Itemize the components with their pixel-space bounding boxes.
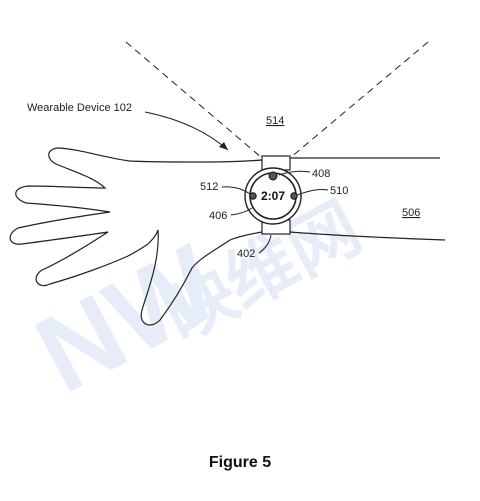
leader-408 (278, 170, 311, 176)
leader-arrowhead (219, 142, 228, 150)
label-408: 408 (312, 168, 330, 180)
label-512: 512 (200, 181, 218, 193)
label-510: 510 (330, 185, 348, 197)
watermark: NW 映维网 (17, 186, 374, 416)
fov-line-left (125, 41, 263, 159)
label-402: 402 (237, 248, 255, 260)
side-sensor-right-icon (290, 192, 298, 200)
leader-512 (221, 186, 251, 195)
label-wearable-device: Wearable Device 102 (27, 102, 132, 114)
side-sensor-left-icon (249, 192, 257, 200)
leader-510 (296, 189, 329, 196)
leader-406 (230, 207, 253, 216)
hand-outline (9, 147, 446, 326)
camera-icon (268, 171, 278, 181)
label-514: 514 (266, 115, 284, 127)
leader-wearable (144, 111, 229, 151)
figure-caption: Figure 5 (208, 454, 272, 471)
label-406: 406 (209, 210, 227, 222)
label-506: 506 (402, 207, 420, 219)
fov-line-right (289, 41, 429, 159)
watch-time: 2:07 (261, 189, 285, 203)
leader-402 (258, 234, 272, 254)
